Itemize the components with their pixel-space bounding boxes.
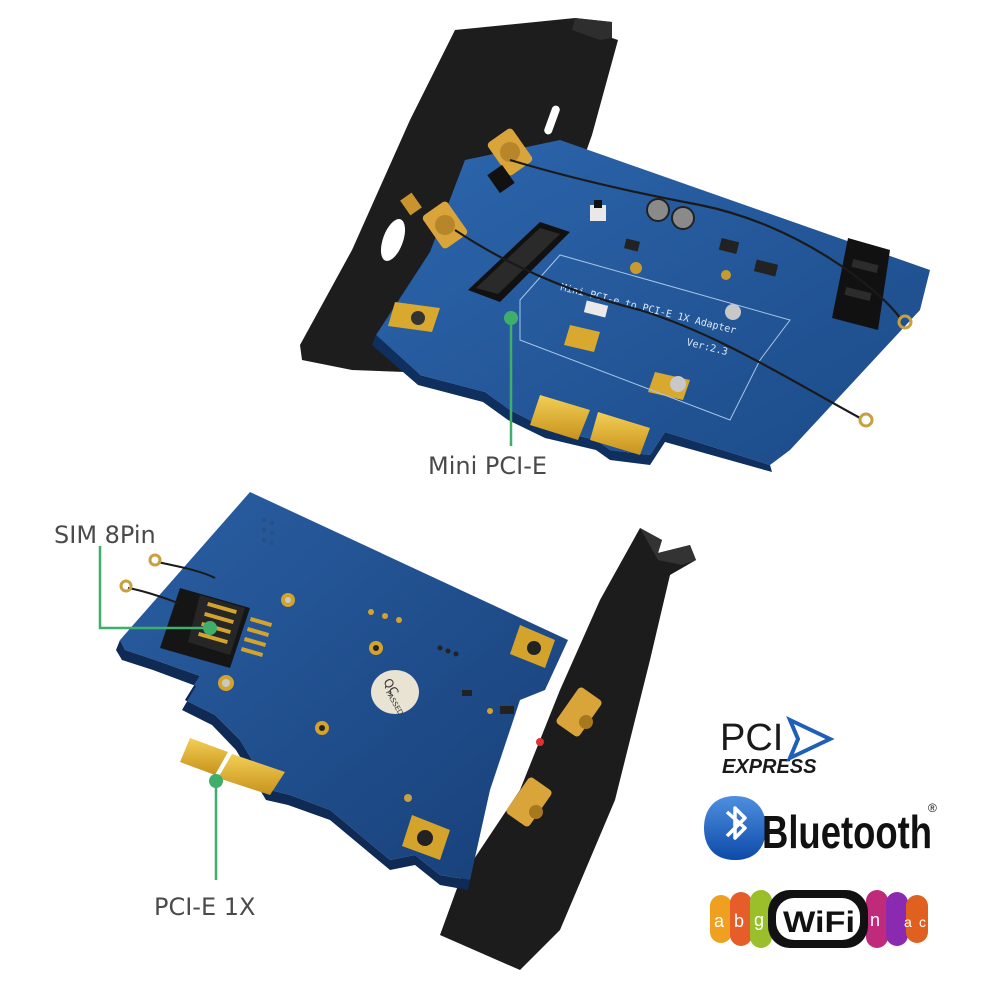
bottom-antenna-connector-1: [556, 687, 602, 737]
bottom-antenna-connector-2: [506, 777, 552, 827]
bottom-antenna-cable-1: [157, 561, 216, 579]
bottom-pcb: [120, 492, 568, 880]
top-adapter-board: Mini PCI-e to PCI-E 1X Adapter Ver:2.3: [300, 18, 930, 472]
top-pcie-gold-fingers: [530, 395, 650, 455]
qc-passed-sticker: QC PASSED: [371, 670, 419, 717]
top-antenna-connector-2: [400, 192, 468, 249]
top-antenna-cable-1: [509, 158, 901, 319]
sim-card-socket: [160, 588, 273, 668]
pci-express-logo: PCI EXPRESS: [720, 715, 835, 778]
mini-pcie-slot: [468, 222, 570, 302]
wifi-band-n: n: [870, 910, 880, 930]
bluetooth-registered-mark: ®: [928, 801, 937, 815]
pci-express-logo-line2: EXPRESS: [722, 756, 817, 778]
wifi-band-g: g: [754, 910, 764, 930]
bluetooth-logo-text: Bluetooth: [762, 806, 932, 858]
sim-8pin-label: SIM 8Pin: [54, 521, 156, 549]
bottom-metal-bracket: [440, 528, 696, 970]
wifi-band-b: b: [734, 911, 744, 931]
callout-sim-8pin: [98, 546, 217, 635]
bluetooth-logo: Bluetooth ®: [704, 796, 937, 860]
bottom-adapter-board: QC PASSED: [116, 492, 696, 970]
wifi-band-a: a: [714, 911, 725, 931]
wifi-logo-text: WiFi: [783, 906, 855, 939]
pcie-1x-label: PCI-E 1X: [154, 893, 256, 921]
callout-mini-pcie: [504, 311, 518, 446]
pci-express-chevron-icon: [786, 715, 835, 763]
callout-pcie-1x: [209, 774, 223, 880]
mini-pcie-label: Mini PCI-E: [428, 452, 548, 480]
pci-express-logo-line1: PCI: [720, 717, 783, 759]
top-pcb: [376, 140, 930, 465]
wifi-logo: a b g WiFi n ac: [710, 890, 928, 948]
bottom-pcie-gold-fingers: [180, 738, 285, 795]
top-pin-header: [832, 238, 890, 330]
top-antenna-cable-2: [454, 229, 861, 419]
